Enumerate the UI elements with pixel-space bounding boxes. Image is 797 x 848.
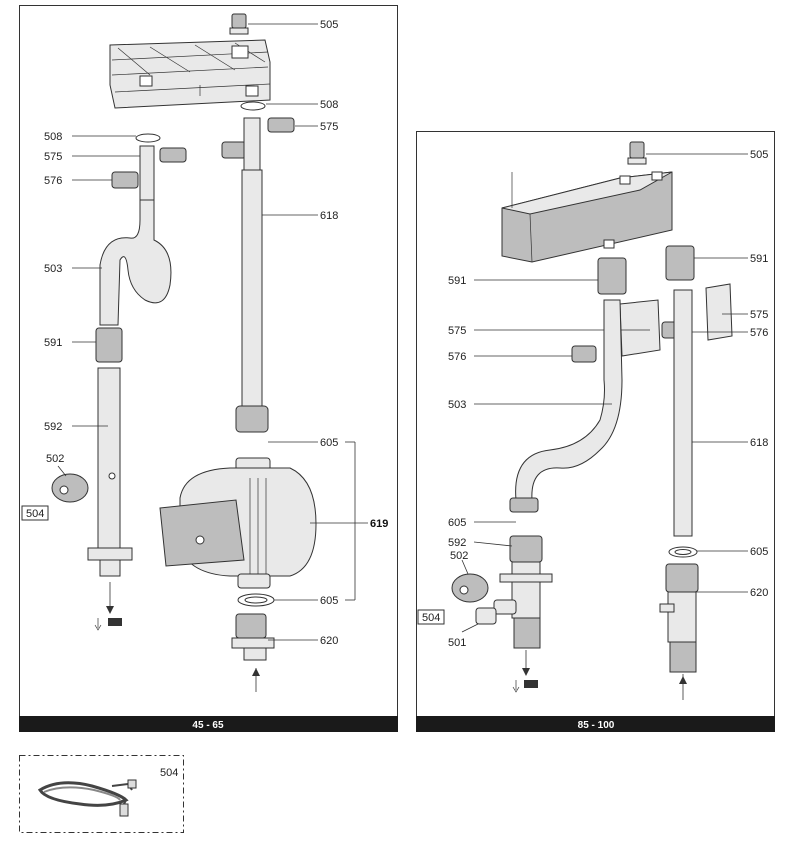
- label-576-left: 576: [448, 351, 466, 363]
- label-504-right: 504: [422, 612, 440, 624]
- label-618: 618: [320, 210, 338, 222]
- label-620: 620: [320, 635, 338, 647]
- manifold-left: [109, 39, 271, 109]
- panel-right-footer-text: 85 - 100: [578, 720, 615, 731]
- label-591-right: 591: [750, 253, 768, 265]
- manifold-right: [501, 171, 673, 263]
- label-508-top: 508: [320, 99, 338, 111]
- label-503: 503: [44, 263, 62, 275]
- label-508: 508: [44, 131, 62, 143]
- label-575-right: 575: [750, 309, 768, 321]
- label-505-right: 505: [750, 149, 768, 161]
- label-605-left: 605: [448, 517, 466, 529]
- flow-arrow-down-right-icon: [512, 650, 538, 693]
- label-501: 501: [448, 637, 466, 649]
- part-619-pump: 619: [159, 457, 388, 589]
- inset-504: 504: [19, 755, 184, 833]
- panel-right: 85 - 100 505 591 591 575 575: [416, 131, 775, 732]
- inset-504-frame: [19, 755, 184, 833]
- label-592-right: 592: [448, 537, 466, 549]
- panel-left-footer-text: 45 - 65: [192, 720, 224, 731]
- label-575: 575: [44, 151, 62, 163]
- part-502-drain-valve: 502: [46, 453, 89, 503]
- label-502-right: 502: [450, 550, 468, 562]
- part-505-air-vent: 505: [229, 13, 338, 35]
- flow-arrow-down-icon: [94, 582, 122, 631]
- label-575-left: 575: [448, 325, 466, 337]
- label-619: 619: [370, 518, 388, 530]
- label-605-top: 605: [320, 437, 338, 449]
- part-620-fitting: 620: [231, 613, 338, 661]
- label-591-left: 591: [448, 275, 466, 287]
- label-591: 591: [44, 337, 62, 349]
- part-592-pipe: 592: [44, 367, 133, 577]
- cable-icon: [37, 779, 137, 817]
- label-505: 505: [320, 19, 338, 31]
- part-503-bent-pipe-right: 503: [448, 299, 623, 513]
- label-605-right: 605: [750, 546, 768, 558]
- label-575-top: 575: [320, 121, 338, 133]
- label-620-right: 620: [750, 587, 768, 599]
- part-618-straight-pipe: 618: [235, 117, 338, 433]
- label-576: 576: [44, 175, 62, 187]
- label-504: 504: [26, 508, 44, 520]
- flow-arrow-up-right-icon: [679, 674, 687, 700]
- label-592: 592: [44, 421, 62, 433]
- part-618-straight-pipe-right: 618: [673, 289, 768, 537]
- part-620-fitting-right: 620: [659, 563, 768, 673]
- label-502: 502: [46, 453, 64, 465]
- panel-left: 45 - 65 505 508 5: [19, 5, 398, 732]
- label-605-bottom: 605: [320, 595, 338, 607]
- label-503-right: 503: [448, 399, 466, 411]
- panel-right-footer-bar: [416, 716, 775, 732]
- part-503-bent-pipe: 503: [44, 145, 172, 326]
- flow-arrow-up-icon: [252, 668, 260, 692]
- panel-left-frame: [19, 5, 398, 732]
- label-618-right: 618: [750, 437, 768, 449]
- part-592-tee: 592: [448, 535, 553, 649]
- inset-504-label: 504: [160, 767, 178, 779]
- panel-left-footer-bar: [19, 716, 398, 732]
- label-576-right: 576: [750, 327, 768, 339]
